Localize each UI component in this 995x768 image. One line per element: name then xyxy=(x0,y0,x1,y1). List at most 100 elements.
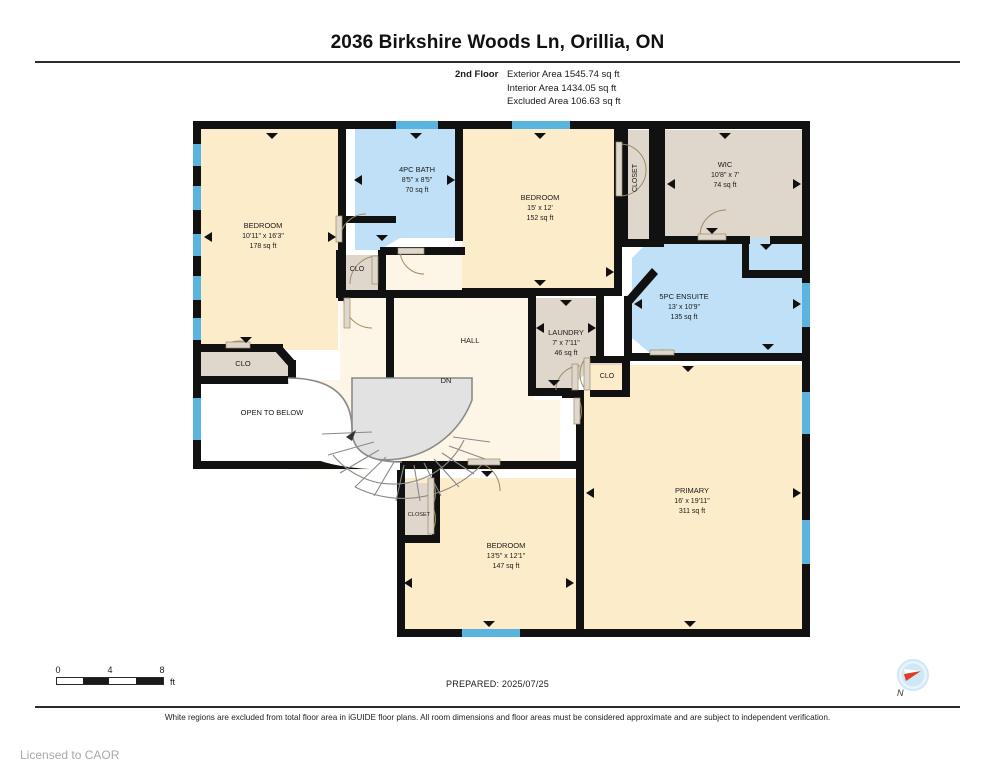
marker-up-bedroom-nw xyxy=(266,133,278,139)
room-label-primary: PRIMARY 16' x 19'11" 311 sq ft xyxy=(674,486,710,515)
wall-closet-vert-right xyxy=(649,129,657,247)
stair-treads xyxy=(321,431,491,502)
wall-closet-s-right xyxy=(432,469,440,541)
label-hall: HALL xyxy=(461,336,480,345)
room-fill-laundry xyxy=(534,298,598,390)
wall-closet-vert-bottom xyxy=(620,239,664,247)
marker-left-laundry xyxy=(536,323,544,333)
window-left-3 xyxy=(193,234,201,256)
window-left-5 xyxy=(193,318,201,340)
room-fill-closet-vertical xyxy=(625,130,649,240)
room-fills xyxy=(200,128,803,630)
wall-bath-left-stub xyxy=(346,216,396,223)
room-name: 5PC ENSUITE xyxy=(659,292,708,301)
title-divider xyxy=(35,61,960,63)
marker-down-wic xyxy=(706,228,718,234)
window-bottom-bedroom-s xyxy=(462,629,520,637)
scale-bar: 0 4 8 ft xyxy=(55,665,186,687)
window-left-2 xyxy=(193,186,201,210)
wall-closet-w-bottom xyxy=(201,376,296,384)
scale-bar-graphic xyxy=(56,677,164,685)
wall-bedroom-n-right xyxy=(614,129,622,296)
room-fill-primary xyxy=(584,365,803,630)
marker-down-bedroom-nw xyxy=(240,337,252,343)
plan-header: 2036 Birkshire Woods Ln, Orillia, ON 2nd… xyxy=(0,0,995,107)
window-left-1 xyxy=(193,144,201,166)
windows xyxy=(193,121,810,637)
room-name: LAUNDRY xyxy=(548,328,584,337)
wall-laundry-left xyxy=(528,296,536,396)
marker-right-ensuite xyxy=(793,299,801,309)
room-label-bath-4pc: 4PC BATH 8'5" x 8'5" 70 sq ft xyxy=(399,165,435,194)
wall-clo-laundry-right xyxy=(622,356,630,396)
wall-bottom-outer xyxy=(397,629,810,637)
room-labels: BEDROOM 10'11" x 16'3" 178 sq ft 4PC BAT… xyxy=(242,160,739,570)
scale-tick-4: 4 xyxy=(107,665,113,675)
room-name: 4PC BATH xyxy=(399,165,435,174)
license-text: Licensed to CAOR xyxy=(20,748,120,762)
marker-left-bedroom-nw xyxy=(204,232,212,242)
room-dimensions: 13' x 10'9" xyxy=(668,304,701,311)
scale-segment-1 xyxy=(83,678,109,684)
label-open-to-below: OPEN TO BELOW xyxy=(241,408,305,417)
room-area: 46 sq ft xyxy=(555,350,578,357)
wall-laundry-right xyxy=(596,296,604,362)
marker-down-bedroom-s xyxy=(483,621,495,627)
wall-hall-stub-top xyxy=(455,290,533,298)
wall-primary-top-stub xyxy=(562,390,584,398)
stair-arrow-up xyxy=(346,430,356,441)
exterior-area: Exterior Area 1545.74 sq ft xyxy=(507,69,620,80)
wall-hall-left-upper xyxy=(386,290,394,394)
stair-inner-well xyxy=(288,378,400,470)
door-leaves xyxy=(225,141,727,535)
wall-primary-left-upper xyxy=(576,394,584,470)
compass-north-label: N xyxy=(897,688,904,698)
wall-ensuite-bottom xyxy=(624,353,804,361)
room-dimensions: 15' x 12' xyxy=(527,205,553,212)
wall-ensuite-left xyxy=(624,296,632,358)
interior-area: Interior Area 1434.05 sq ft xyxy=(507,82,617,94)
marker-down-laundry xyxy=(548,380,560,386)
marker-down-bedroom-n xyxy=(534,280,546,286)
room-area: 147 sq ft xyxy=(493,563,520,570)
wall-bedroom-s-right xyxy=(576,461,584,637)
wall-bath-right xyxy=(455,129,463,241)
scale-tick-0: 0 xyxy=(55,665,61,675)
label-closet-laundry: CLO xyxy=(600,373,615,380)
marker-right-bedroom-nw xyxy=(328,232,336,242)
room-area: 74 sq ft xyxy=(714,182,737,189)
wall-bedroom-n-bottom xyxy=(462,288,622,296)
room-area: 178 sq ft xyxy=(250,243,277,250)
door-wic xyxy=(699,209,727,237)
label-closet-s: CLOSET xyxy=(408,512,431,518)
plain-labels: HALL OPEN TO BELOW DN CLO CLO CLOSET CLO… xyxy=(235,163,639,518)
scale-tick-labels: 0 4 8 xyxy=(55,665,186,677)
room-label-ensuite: 5PC ENSUITE 13' x 10'9" 135 sq ft xyxy=(659,292,708,321)
view-direction-markers xyxy=(204,133,801,627)
marker-down-bath xyxy=(376,235,388,241)
wall-bottom-left xyxy=(193,461,405,469)
wall-top-outer xyxy=(193,121,810,129)
room-label-bedroom-nw: BEDROOM 10'11" x 16'3" 178 sq ft xyxy=(242,221,284,250)
scale-unit-label: ft xyxy=(170,677,176,687)
marker-right-wic xyxy=(793,179,801,189)
room-dimensions: 10'11" x 16'3" xyxy=(242,233,284,240)
wall-clo-small-right xyxy=(378,250,386,294)
page-title: 2036 Birkshire Woods Ln, Orillia, ON xyxy=(330,32,665,53)
staircase xyxy=(287,377,491,502)
wall-closet-w-right xyxy=(288,360,296,382)
compass-rose: N xyxy=(893,658,933,706)
window-left-4 xyxy=(193,276,201,300)
footer-divider xyxy=(35,706,960,708)
room-dimensions: 10'8" x 7' xyxy=(711,172,739,179)
room-fill-ensuite-alcove xyxy=(745,240,803,266)
disclaimer-text: White regions are excluded from total fl… xyxy=(164,713,831,722)
room-area: 70 sq ft xyxy=(406,187,429,194)
window-right-primary-2 xyxy=(802,520,810,564)
marker-up-wic xyxy=(719,133,731,139)
marker-right-bedroom-n xyxy=(606,267,614,277)
label-stair-dn: DN xyxy=(441,376,452,385)
room-label-bedroom-n: BEDROOM 15' x 12' 152 sq ft xyxy=(521,193,560,222)
room-dimensions: 8'5" x 8'5" xyxy=(402,177,433,184)
